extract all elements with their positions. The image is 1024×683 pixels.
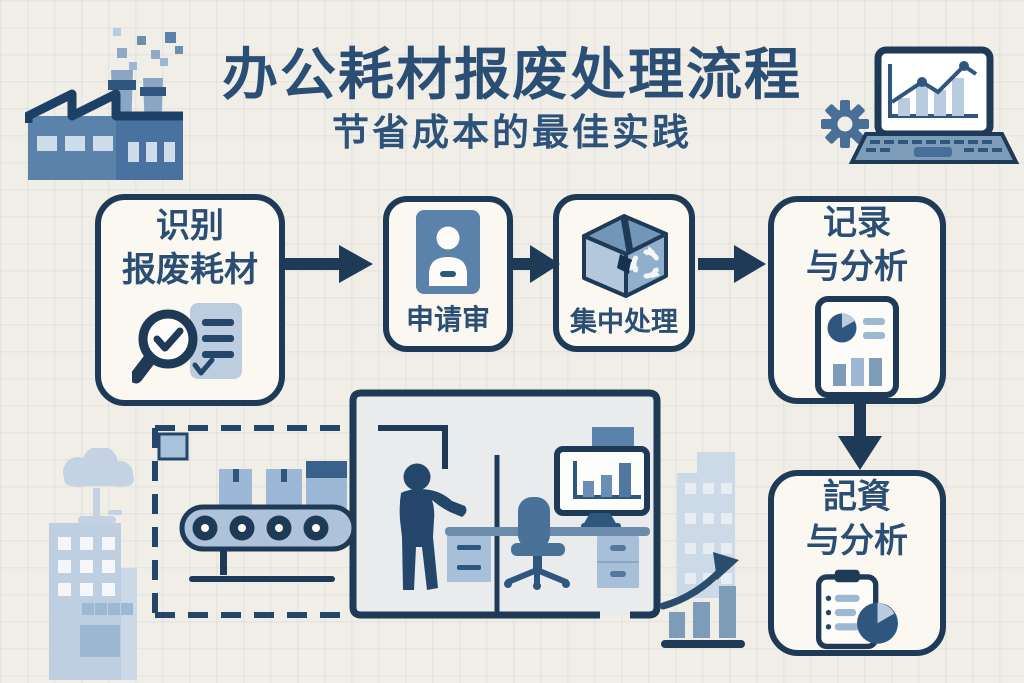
flow-step-apply: 申请审 bbox=[383, 196, 513, 352]
id-card-icon bbox=[416, 210, 480, 295]
factory-icon bbox=[25, 28, 183, 180]
report-chart-icon bbox=[815, 295, 899, 398]
recycle-box-icon bbox=[582, 213, 668, 298]
flow-step-identify: 识别 报废耗材 bbox=[95, 194, 285, 406]
warehouse-conveyor-illustration bbox=[152, 389, 661, 619]
step-label-line: 記資 bbox=[823, 477, 891, 517]
step-label-line: 识别 bbox=[156, 206, 224, 247]
page-title: 办公耗材报废处理流程 bbox=[222, 43, 802, 108]
office-desk-illustration bbox=[445, 427, 650, 590]
laptop-chart-icon bbox=[821, 46, 1020, 164]
arrow-right-icon bbox=[512, 245, 560, 283]
flow-step-process: 集中处理 bbox=[553, 194, 695, 352]
conveyor-belt bbox=[179, 461, 357, 582]
step-label-line: 与分析 bbox=[806, 520, 908, 561]
step-label-line: 报废耗材 bbox=[122, 250, 258, 290]
arrow-down-icon bbox=[838, 402, 882, 470]
magnifier-checklist-icon bbox=[132, 302, 242, 384]
smoke-pixels bbox=[113, 28, 183, 70]
arrow-right-icon bbox=[698, 245, 766, 283]
arrow-right-icon bbox=[285, 245, 373, 283]
step-label-line: 集中处理 bbox=[570, 306, 678, 338]
worker-figure bbox=[399, 463, 467, 590]
clipboard-pie-icon bbox=[816, 569, 898, 650]
step-label-line: 申请审 bbox=[405, 303, 490, 337]
growth-arrow-icon bbox=[659, 552, 739, 610]
gear-icon bbox=[821, 100, 869, 148]
growth-bars-icon bbox=[661, 586, 745, 648]
city-building-right bbox=[659, 452, 745, 648]
flow-step-record: 记录 与分析 bbox=[768, 196, 946, 404]
step-label-line: 与分析 bbox=[806, 247, 908, 287]
city-building-left bbox=[49, 448, 137, 680]
flow-step-analysis: 記資 与分析 bbox=[768, 470, 946, 656]
step-label-line: 记录 bbox=[823, 203, 891, 244]
cloud-tree-icon bbox=[63, 448, 134, 524]
page-subtitle: 节省成本的最佳实践 bbox=[332, 111, 692, 154]
